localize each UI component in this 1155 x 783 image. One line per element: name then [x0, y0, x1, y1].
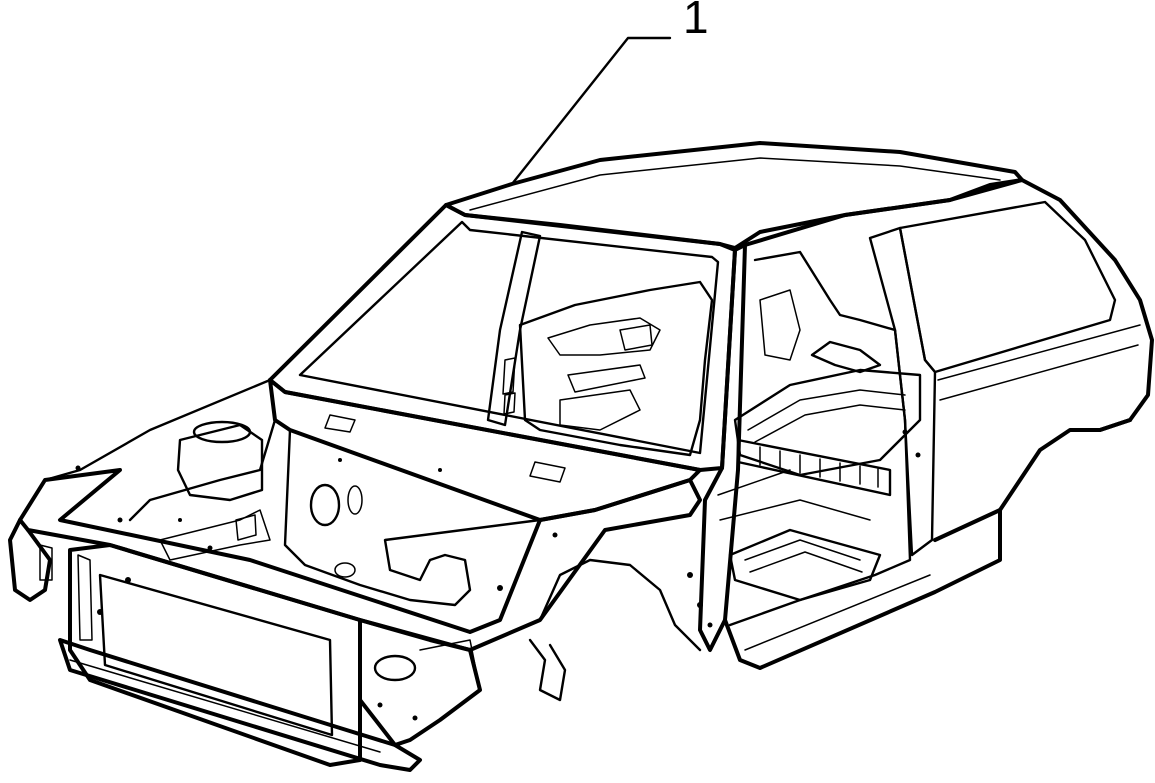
strut-tower [176, 423, 264, 502]
side-sill [723, 508, 1002, 670]
front-wing-panel [358, 618, 482, 747]
radiator-support [68, 543, 362, 767]
windshield-opening [298, 220, 720, 455]
callout-leader-line [510, 36, 672, 186]
rear-side-window-frame [743, 178, 1154, 432]
front-floor-ribs [728, 528, 882, 602]
left-front-edge [8, 518, 52, 602]
far-b-pillar [486, 230, 542, 427]
rear-shelf-bracket [810, 340, 882, 374]
rear-quarter-panel [933, 418, 1132, 542]
far-door-inner-panel [518, 280, 714, 457]
floor-pan [733, 368, 922, 477]
inner-wing-left [43, 378, 277, 522]
radiator-opening [98, 573, 334, 737]
front-wheel-arch [538, 558, 702, 652]
firewall [283, 428, 542, 607]
seat-crossmember [736, 438, 892, 497]
suspension-mount [528, 638, 567, 702]
headlamp-mount [373, 654, 417, 682]
door-opening-inner-edge [728, 250, 912, 627]
firewall-hole [309, 483, 341, 527]
callout-label: 1 [683, 0, 709, 43]
weld-spots [75, 429, 921, 721]
front-lower-crossmember [58, 638, 422, 772]
